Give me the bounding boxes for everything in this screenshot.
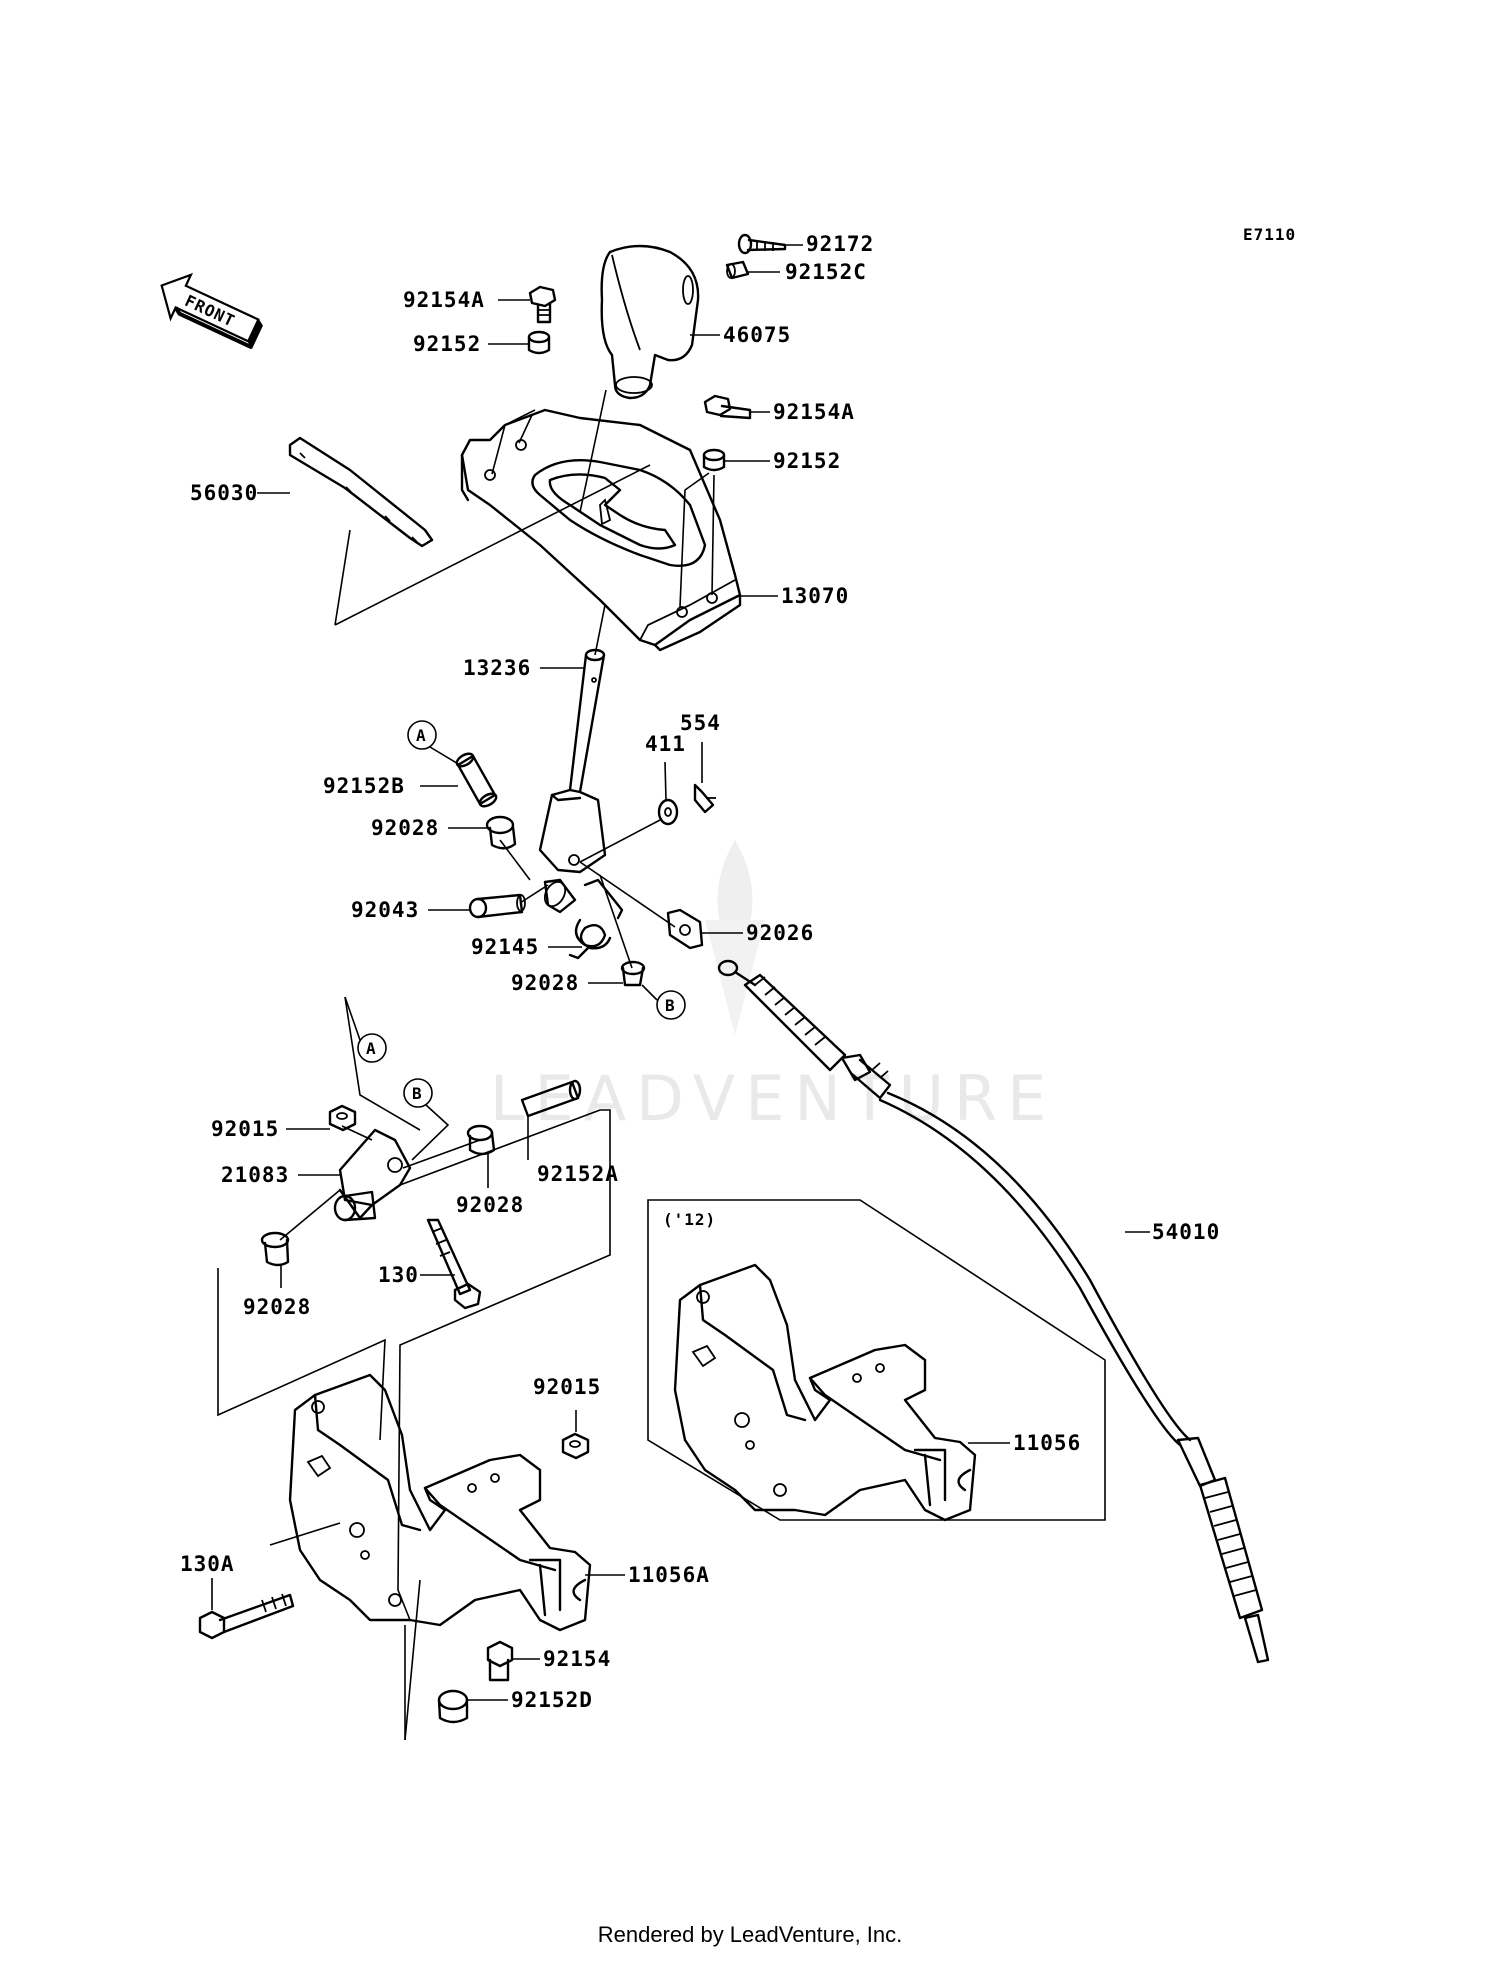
- spring-92145[interactable]: [568, 878, 624, 960]
- joint-92026[interactable]: [666, 908, 704, 950]
- shift-cable-54010[interactable]: [717, 959, 1270, 1664]
- bolt-92154a-right[interactable]: [703, 394, 752, 420]
- bolt-130[interactable]: [426, 1218, 482, 1310]
- label-130a: 130A: [180, 1552, 235, 1576]
- label-13070: 13070: [781, 584, 849, 608]
- shift-lever-13236[interactable]: [538, 648, 607, 874]
- label-21083: 21083: [221, 1163, 289, 1187]
- bracket-collar[interactable]: [333, 1190, 377, 1222]
- svg-text:B: B: [412, 1084, 423, 1103]
- pivot-collar[interactable]: [541, 878, 577, 914]
- label-92043: 92043: [351, 898, 419, 922]
- footer: Rendered by LeadVenture, Inc.: [597, 1922, 903, 1947]
- shift-knob[interactable]: [600, 244, 700, 400]
- variant-label: ('12): [663, 1210, 716, 1229]
- nut-92015-bottom[interactable]: [561, 1432, 590, 1460]
- label-92152d: 92152D: [511, 1688, 593, 1712]
- nut-92015-top[interactable]: [328, 1104, 357, 1132]
- label-92152a: 92152A: [537, 1162, 619, 1186]
- label-92145: 92145: [471, 935, 539, 959]
- grouping-lines: [217, 464, 651, 1741]
- bushing-92028-a[interactable]: [485, 815, 517, 850]
- label-92028-a: 92028: [371, 816, 439, 840]
- label-13236: 13236: [463, 656, 531, 680]
- indicator-plate-56030[interactable]: [288, 436, 434, 548]
- bracket-21083[interactable]: [338, 1128, 412, 1220]
- bolt-130a[interactable]: [198, 1593, 295, 1640]
- leader-lines: [279, 389, 715, 1241]
- callout-a-top: A: [407, 720, 461, 766]
- callout-b-top: B: [641, 984, 686, 1020]
- svg-text:A: A: [416, 726, 427, 745]
- label-92152c: 92152C: [785, 260, 867, 284]
- label-56030: 56030: [190, 481, 258, 505]
- collar-92152-left[interactable]: [527, 330, 551, 355]
- front-arrow-icon: FRONT: [160, 272, 263, 350]
- label-92154a-left: 92154A: [403, 288, 485, 312]
- collar-92152-right[interactable]: [702, 448, 726, 472]
- label-92015-bottom: 92015: [533, 1375, 601, 1399]
- bolt-92154a-left[interactable]: [528, 285, 557, 324]
- label-54010: 54010: [1152, 1220, 1220, 1244]
- shift-console-13070[interactable]: [460, 408, 742, 652]
- collar-92152c[interactable]: [725, 260, 750, 280]
- bolt-92154[interactable]: [486, 1640, 514, 1682]
- bushing-92028-d[interactable]: [260, 1231, 290, 1267]
- label-130: 130: [378, 1263, 419, 1287]
- label-92152b: 92152B: [323, 774, 405, 798]
- label-11056: 11056: [1013, 1431, 1081, 1455]
- label-92028-c: 92028: [456, 1193, 524, 1217]
- label-92028-b: 92028: [511, 971, 579, 995]
- watermark-text: LEADVENTURE: [490, 1062, 1056, 1135]
- bracket-11056[interactable]: [673, 1263, 977, 1522]
- collar-92152b[interactable]: [455, 751, 499, 809]
- label-92015-top: 92015: [211, 1117, 279, 1141]
- label-554: 554: [680, 711, 721, 735]
- label-92154a-right: 92154A: [773, 400, 855, 424]
- callout-a-bottom: A: [344, 996, 387, 1063]
- cotter-pin-554[interactable]: [693, 783, 716, 814]
- label-92154: 92154: [543, 1647, 611, 1671]
- watermark: LEADVENTURE: [490, 840, 1056, 1135]
- pin-92043[interactable]: [468, 893, 526, 919]
- diagram-code: E7110: [1243, 225, 1296, 244]
- label-92026: 92026: [746, 921, 814, 945]
- washer-411[interactable]: [657, 798, 679, 826]
- bushing-92028-b[interactable]: [620, 960, 646, 987]
- bushing-92028-c[interactable]: [466, 1124, 496, 1156]
- label-92152-right: 92152: [773, 449, 841, 473]
- collar-92152a[interactable]: [520, 1079, 582, 1118]
- label-11056a: 11056A: [628, 1563, 710, 1587]
- label-92172: 92172: [806, 232, 874, 256]
- label-92028-d: 92028: [243, 1295, 311, 1319]
- label-46075: 46075: [723, 323, 791, 347]
- part-labels: 92172 92152C 92154A 92152 46075 92154A 9…: [180, 232, 1220, 1712]
- collar-92152d[interactable]: [437, 1689, 469, 1724]
- label-411: 411: [645, 732, 686, 756]
- bracket-11056a[interactable]: [288, 1373, 592, 1632]
- callout-b-bottom: B: [403, 1078, 450, 1161]
- svg-text:A: A: [366, 1039, 377, 1058]
- variant-inset: ('12): [647, 1199, 1106, 1521]
- screw-92172[interactable]: [737, 233, 787, 255]
- label-92152-left: 92152: [413, 332, 481, 356]
- svg-text:B: B: [665, 996, 676, 1015]
